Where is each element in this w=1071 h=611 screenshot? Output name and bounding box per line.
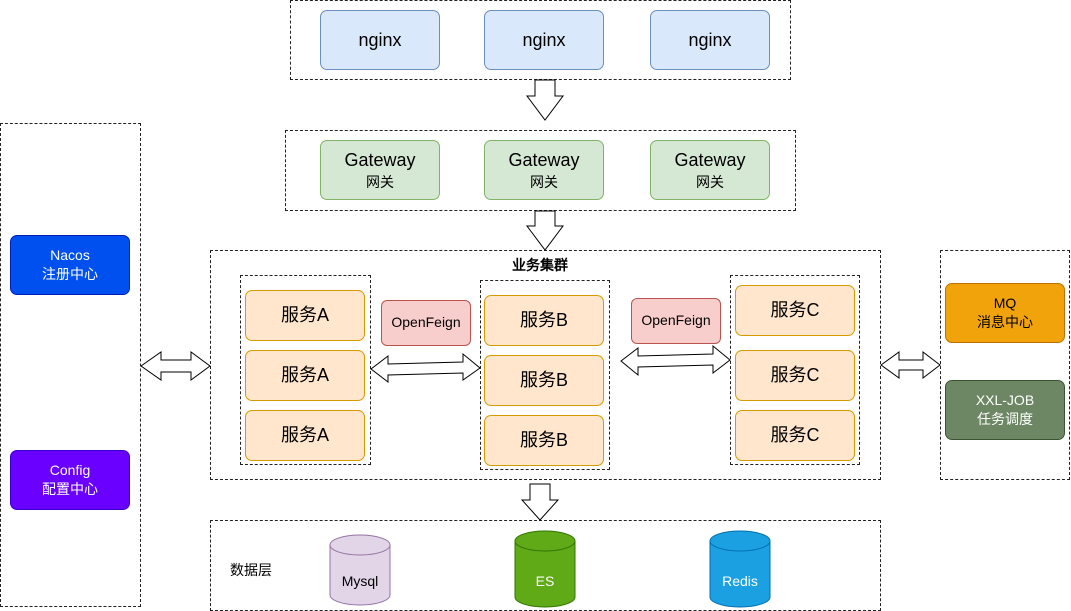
service-a-node: 服务A [245,290,365,341]
business-cluster-title: 业务集群 [512,257,568,273]
service-b-node: 服务B [484,415,604,466]
openfeign-label-left: OpenFeign [381,300,471,346]
nacos-subtitle: 注册中心 [42,266,98,282]
config-center-node: Config 配置中心 [10,450,130,510]
service-a-group [240,275,371,465]
service-b-node: 服务B [484,295,604,346]
service-c-node: 服务C [735,410,855,461]
gateway-name: Gateway [674,150,746,170]
nginx-node: nginx [484,10,604,70]
down-arrow-cluster-data [520,483,560,521]
gateway-subtitle: 网关 [366,173,394,190]
double-arrow-a-b [370,352,481,384]
config-name: Config [49,462,91,479]
service-b-node: 服务B [484,355,604,406]
gateway-subtitle: 网关 [530,173,558,190]
left-panel-container [0,123,141,607]
gateway-name: Gateway [344,150,416,170]
gateway-subtitle: 网关 [696,173,724,190]
gateway-node: Gateway 网关 [650,140,770,200]
es-label: ES [535,573,555,589]
es-cylinder [514,530,576,608]
mq-node: MQ 消息中心 [945,283,1065,343]
nacos-name: Nacos [50,247,90,264]
mq-name: MQ [993,295,1017,312]
redis-label: Redis [722,573,758,589]
gateway-name: Gateway [508,150,580,170]
mq-subtitle: 消息中心 [977,314,1033,330]
gateway-node: Gateway 网关 [484,140,604,200]
openfeign-label-right: OpenFeign [631,298,721,344]
double-arrow-left-panel [140,351,211,381]
data-layer-title: 数据层 [230,562,272,578]
gateway-node: Gateway 网关 [320,140,440,200]
nacos-registry-node: Nacos 注册中心 [10,235,130,295]
xxl-job-name: XXL-JOB [975,392,1035,409]
down-arrow-nginx-gateway [526,79,564,121]
nginx-node: nginx [320,10,440,70]
service-b-group [480,280,610,470]
service-a-node: 服务A [245,410,365,461]
config-subtitle: 配置中心 [42,481,98,497]
service-c-group [730,275,860,465]
double-arrow-right-panel [880,350,941,380]
service-c-node: 服务C [735,285,855,336]
service-c-node: 服务C [735,350,855,401]
xxl-job-node: XXL-JOB 任务调度 [945,380,1065,440]
service-a-node: 服务A [245,350,365,401]
redis-cylinder [709,530,771,608]
mysql-label: Mysql [341,573,379,589]
down-arrow-gateway-cluster [526,210,564,251]
double-arrow-b-c [620,344,731,377]
nginx-node: nginx [650,10,770,70]
xxl-job-subtitle: 任务调度 [977,411,1033,427]
mysql-cylinder [329,534,391,606]
